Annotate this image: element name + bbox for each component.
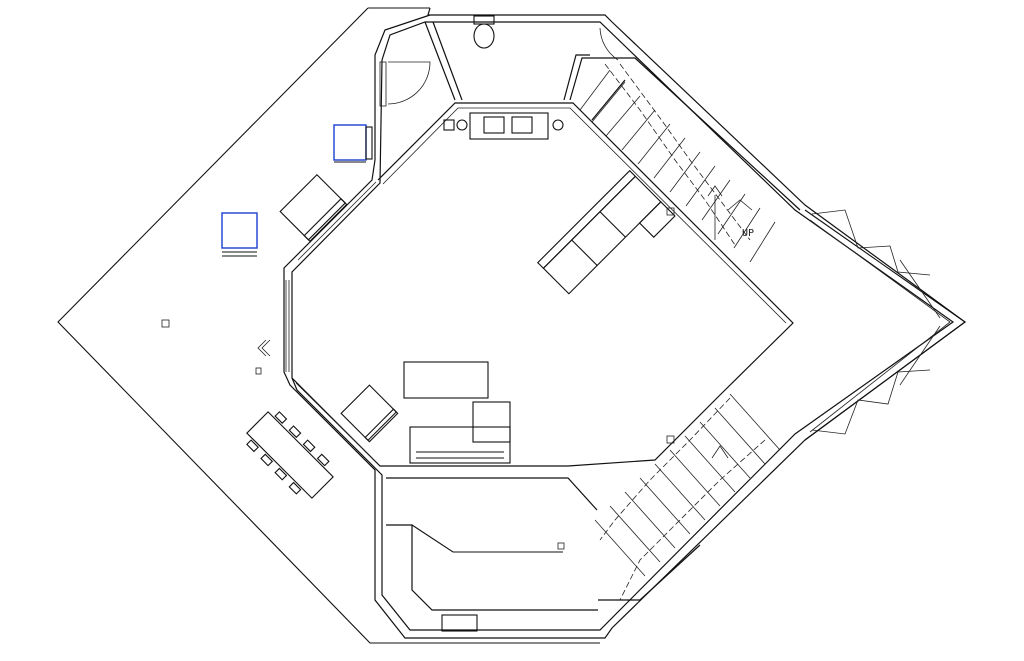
sofa [409, 401, 511, 464]
column-marker [666, 207, 675, 216]
toilet-icon [473, 23, 495, 49]
stair-arrow-icon [707, 185, 723, 197]
toilet-tank-icon [473, 15, 495, 25]
right-deck [804, 209, 966, 441]
outdoor-chair-selected[interactable] [221, 212, 258, 257]
site-marker [161, 319, 170, 328]
exterior-walls [283, 7, 967, 639]
door-leaf [379, 61, 387, 107]
kitchen-counter [386, 477, 598, 632]
stair-arrow-icon [711, 445, 729, 459]
door-swing-icon [599, 27, 619, 61]
bench-furniture [443, 112, 564, 140]
door-swing-icon [387, 61, 431, 105]
sectional-sofa [536, 169, 676, 295]
living-room [291, 102, 794, 467]
armchair [340, 384, 399, 443]
staircase-upper: UP [579, 57, 801, 263]
site-outline [57, 7, 600, 644]
dining-table [246, 411, 334, 499]
lounge-chair [279, 173, 348, 243]
bathroom [379, 15, 619, 107]
window-wall [285, 181, 377, 463]
wall-detail [255, 339, 271, 375]
sink [441, 614, 478, 632]
stair-direction-label: UP [742, 228, 754, 239]
staircase-lower [594, 393, 781, 601]
coffee-table [403, 361, 489, 399]
outdoor-chair-selected[interactable] [333, 124, 373, 163]
